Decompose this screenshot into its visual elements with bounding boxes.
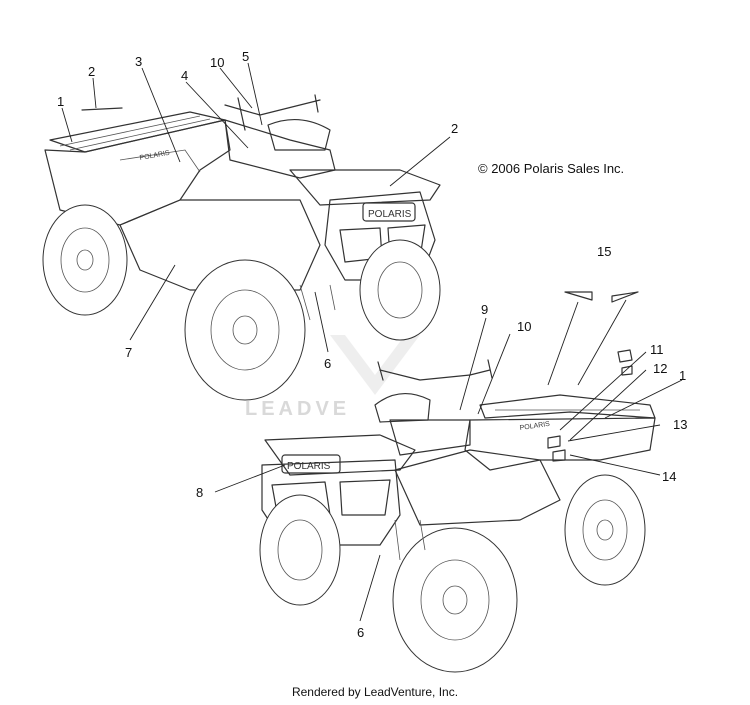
render-credit-footer: Rendered by LeadVenture, Inc. [291,685,459,699]
callout-top-10: 10 [210,55,224,70]
callout-bot-1: 1 [679,368,686,383]
bottom-leader-lines [214,299,683,622]
callout-bot-8: 8 [196,485,203,500]
front-brand-decal-top: POLARIS [368,209,412,220]
callout-bot-15: 15 [597,244,611,259]
callout-top-1: 1 [57,94,64,109]
callout-bot-11: 11 [650,342,664,357]
callout-bot-14: 14 [662,469,676,484]
side-brand-decal-top: POLARIS [139,150,170,162]
callout-bot-6: 6 [357,625,364,640]
callout-top-7: 7 [125,345,132,360]
side-brand-decal-bottom: POLARIS [519,421,550,432]
callout-top-2a: 2 [88,64,95,79]
bottom-atv-illustration: POLARIS POLARIS [259,291,656,673]
callout-top-6: 6 [324,356,331,371]
callout-top-5: 5 [242,49,249,64]
callout-bot-9: 9 [481,302,488,317]
front-brand-decal-bottom: POLARIS [287,461,331,472]
callout-top-2b: 2 [451,121,458,136]
top-leader-lines [61,62,451,353]
watermark-text: LEADVE [245,398,351,420]
callout-bot-10: 10 [517,319,531,334]
bottom-callouts: 15 9 10 11 12 1 13 14 8 6 [196,244,687,640]
callout-top-4: 4 [181,68,188,83]
callout-top-3: 3 [135,54,142,69]
watermark-logo [330,335,420,395]
copyright-notice: © 2006 Polaris Sales Inc. [478,161,625,176]
top-atv-illustration: POLARIS POLARIS [42,94,441,401]
callout-bot-13: 13 [673,417,687,432]
top-callouts: 1 2 3 4 10 5 2 7 6 [57,49,458,371]
callout-bot-12: 12 [653,361,667,376]
